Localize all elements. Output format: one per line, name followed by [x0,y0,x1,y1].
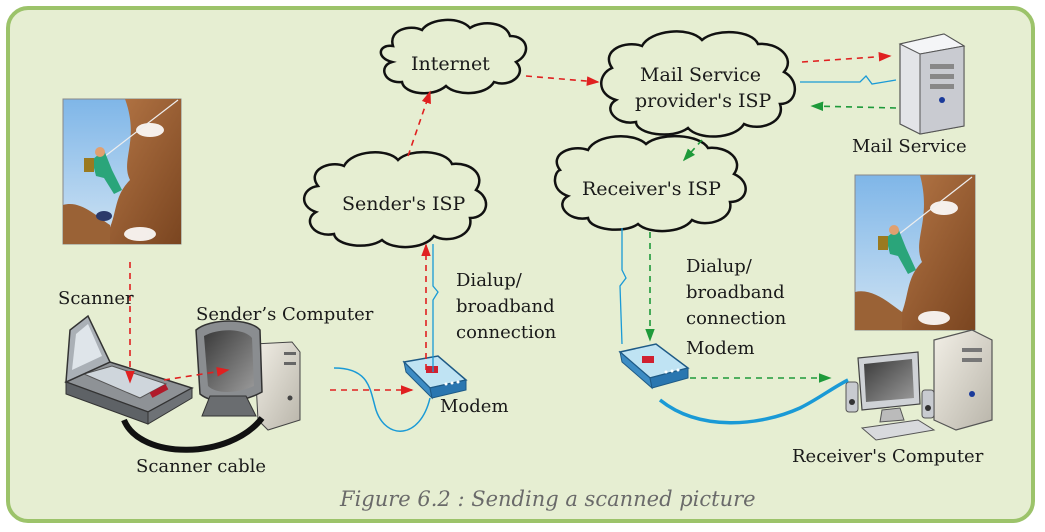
figure-caption: Figure 6.2 : Sending a scanned picture [339,487,756,511]
arrow-mail-isp-to-server [801,51,892,63]
arrow-mail-isp-to-receiver-isp [682,139,703,162]
receivers-computer-label: Receiver's Computer [792,446,984,467]
cloud-sender-isp: Sender's ISP [303,150,488,249]
receiver-modem-icon [618,343,690,390]
receiver-computer-icon [845,329,993,441]
receiver-dialup-line-3: connection [686,308,787,329]
receiver-dialup-line-2: broadband [686,282,785,303]
sender-dialup-link [432,244,439,372]
sender-modem-icon [402,355,468,400]
mail-service-label: Mail Service [852,136,967,157]
mail-server-icon [898,33,966,135]
sender-dialup-line-1: Dialup/ [456,270,523,291]
receiver-picture-icon [854,174,976,331]
scanner-label: Scanner [58,288,134,309]
scanner-cable [121,416,265,453]
cloud-internet: Internet [379,18,528,95]
cloud-mail-isp: Mail Service provider's ISP [600,30,796,138]
sender-dialup-line-3: connection [456,322,557,343]
arrow-server-to-mail-isp [810,101,897,112]
sender-phone-line [333,367,431,432]
climber-picture-icon [62,98,182,245]
sender-dialup-label: Dialup/ broadband connection [456,270,560,343]
receiver-broadband-cable [658,378,849,425]
receiver-isp-label: Receiver's ISP [582,178,721,200]
mail-isp-label-line2: provider's ISP [635,90,772,112]
internet-label: Internet [411,53,490,75]
mail-server-link [800,75,897,85]
receiver-dialup-label: Dialup/ broadband connection Modem [686,256,792,359]
receiver-modem-label: Modem [686,338,755,359]
mail-isp-label-line1: Mail Service [640,64,761,86]
red-arrows [125,51,892,395]
scanner-cable-label: Scanner cable [136,456,266,477]
scanner-icon [64,314,194,425]
sender-isp-label: Sender's ISP [342,193,466,215]
sender-modem-label: Modem [440,396,509,417]
green-arrows [645,101,897,383]
sender-dialup-line-2: broadband [456,296,555,317]
arrow-sender-isp-to-internet [407,90,431,157]
receiver-dialup-line-1: Dialup/ [686,256,753,277]
blue-links [333,75,897,432]
sender-computer-icon [195,320,301,431]
arrow-internet-to-mail-isp [525,75,600,86]
receiver-dialup-link [619,228,627,345]
senders-computer-label: Sender’s Computer [196,304,374,325]
cloud-receiver-isp: Receiver's ISP [553,134,747,233]
